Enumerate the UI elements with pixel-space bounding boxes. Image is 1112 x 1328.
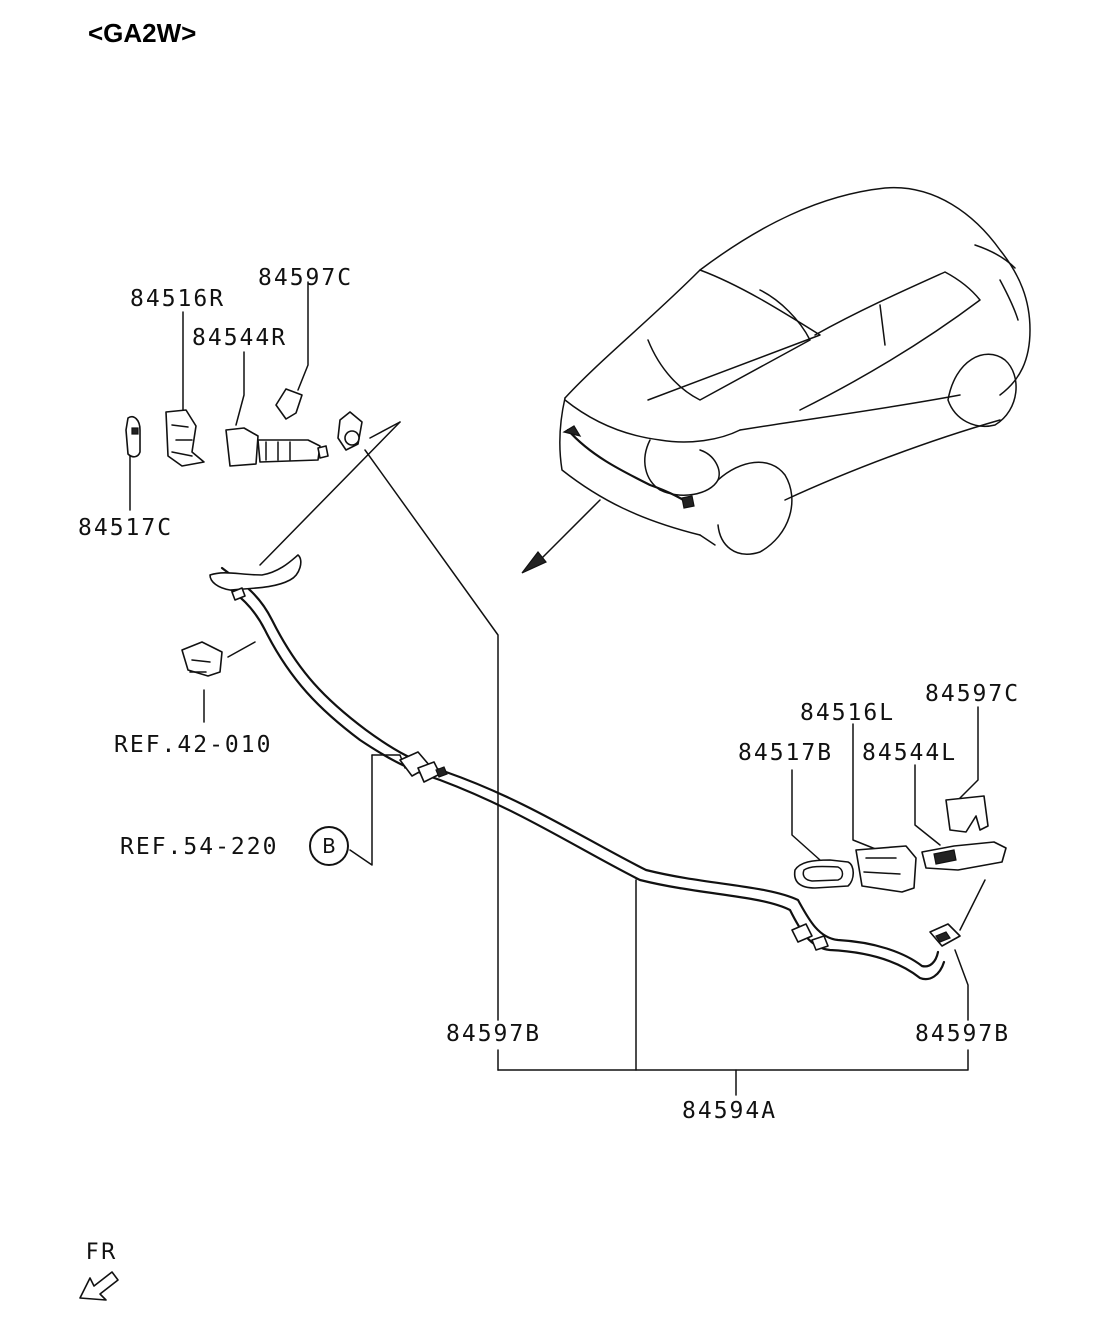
label-84597B-right: 84597B <box>915 1021 1011 1047</box>
label-84517C: 84517C <box>78 515 174 541</box>
label-84516R: 84516R <box>130 286 226 312</box>
label-84517B: 84517B <box>738 740 834 766</box>
label-84597B-left: 84597B <box>446 1021 542 1047</box>
leader-lines <box>129 281 986 1096</box>
label-84597C-top: 84597C <box>258 265 354 291</box>
front-direction-label: FR <box>86 1240 118 1265</box>
diagram-title: <GA2W> <box>88 18 197 48</box>
label-ref-42-010: REF.42-010 <box>114 732 273 758</box>
washer-hose <box>209 554 946 981</box>
label-ref-54-220: REF.54-220 <box>120 834 279 860</box>
ref-circle-badge: B <box>309 826 349 866</box>
label-84544L: 84544L <box>862 740 958 766</box>
label-84544R: 84544R <box>192 325 288 351</box>
label-84516L: 84516L <box>800 700 896 726</box>
vehicle-illustration <box>521 186 1031 574</box>
parts-left-side <box>793 795 1007 947</box>
parts-right-side <box>125 388 363 677</box>
label-84594A: 84594A <box>682 1098 778 1124</box>
label-84597C-right: 84597C <box>925 681 1021 707</box>
front-direction-arrow-icon <box>79 1271 119 1301</box>
